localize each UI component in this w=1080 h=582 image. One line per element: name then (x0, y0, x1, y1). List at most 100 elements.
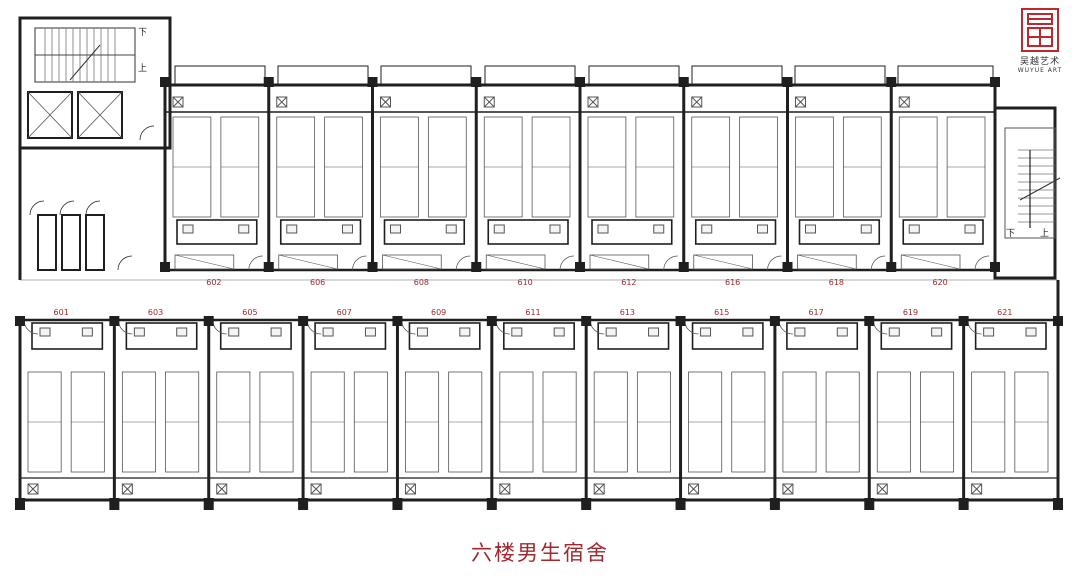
column (263, 262, 274, 272)
door-swing (23, 319, 39, 335)
column (203, 316, 214, 326)
column (886, 77, 897, 87)
ac-unit (380, 96, 391, 108)
south-room (962, 319, 1049, 500)
sink (176, 327, 188, 337)
bathroom (314, 322, 387, 350)
east-stair (993, 106, 1061, 280)
column (15, 498, 25, 510)
toilet (511, 327, 523, 337)
sink (1025, 327, 1037, 337)
door-swing (495, 319, 510, 335)
door-swing (684, 319, 699, 335)
bathroom (487, 219, 569, 245)
ac-unit (876, 483, 888, 495)
column (1053, 316, 1063, 326)
column (392, 316, 403, 326)
north-room (578, 85, 678, 271)
toilet (983, 327, 995, 337)
room-number-north: 612 (621, 278, 636, 287)
east-stair-down-label: 下 (1006, 229, 1015, 239)
ac-unit-mark (310, 483, 322, 495)
wardrobe-mark (797, 254, 857, 270)
door-swing (870, 255, 886, 271)
door-swing (967, 319, 982, 335)
column (471, 77, 482, 87)
room-number-south: 607 (337, 308, 352, 317)
door-swing (767, 255, 782, 271)
north-balconies (174, 65, 994, 87)
south-room (679, 319, 766, 500)
ac-unit (971, 483, 983, 495)
bathroom (880, 322, 953, 350)
south-room (490, 319, 577, 500)
column (471, 262, 482, 272)
toilet (133, 327, 145, 337)
door-swing (248, 255, 263, 271)
column (886, 262, 897, 272)
ac-unit-mark (898, 96, 910, 108)
toilet (39, 327, 51, 337)
sink (836, 327, 848, 337)
ac-unit (898, 96, 910, 108)
toilet (342, 224, 353, 234)
ac-unit-mark (27, 483, 39, 495)
east-stair-up-label: 上 (1040, 228, 1049, 239)
bathroom (408, 322, 481, 350)
sink (648, 327, 660, 337)
south-rooms (18, 319, 1049, 500)
ac-unit (172, 96, 184, 108)
column (298, 498, 309, 510)
toilet (860, 224, 872, 234)
north-room (267, 85, 367, 271)
sink (364, 327, 376, 337)
bathroom (176, 219, 258, 245)
bathroom (279, 219, 362, 245)
bathroom (383, 219, 466, 245)
sink (390, 224, 401, 234)
west-stair-down-label: 下 (138, 28, 147, 38)
column (782, 262, 793, 272)
ac-unit (121, 483, 133, 495)
door-swing (455, 255, 471, 271)
sink (931, 327, 943, 337)
sink (459, 327, 471, 337)
structural-columns (15, 77, 1063, 510)
ac-unit-mark (876, 483, 888, 495)
sink (805, 224, 816, 234)
logo-chinese-name: 吴越艺术 (1019, 57, 1060, 67)
bathroom (591, 219, 673, 245)
column (581, 316, 592, 326)
sink (701, 224, 713, 234)
column (675, 498, 686, 510)
door-swing (559, 255, 575, 271)
toilet (416, 327, 428, 337)
door-swing (401, 319, 416, 335)
ac-unit (276, 96, 288, 108)
wardrobe-mark (278, 254, 338, 270)
toilet (964, 224, 976, 234)
ac-unit-mark (380, 96, 391, 108)
column (575, 77, 585, 87)
column (486, 316, 497, 326)
door-swing (352, 255, 367, 271)
bathroom (694, 219, 777, 245)
room-number-south: 611 (525, 308, 540, 317)
north-wing-shell (20, 65, 1058, 281)
room-number-north: 610 (517, 278, 532, 287)
wuyue-logo-icon (1021, 8, 1059, 52)
north-rooms (163, 85, 997, 271)
sink (553, 327, 565, 337)
column (1053, 498, 1063, 510)
ac-unit-mark (593, 483, 605, 495)
column (392, 498, 403, 510)
logo: 吴越艺术 WUYUE ART (1010, 8, 1070, 76)
south-room (584, 319, 671, 500)
column (160, 77, 170, 87)
column (769, 498, 780, 510)
room-number-south: 621 (997, 308, 1012, 317)
bathroom (691, 322, 764, 350)
door-swing (663, 255, 678, 271)
south-room (207, 319, 294, 500)
